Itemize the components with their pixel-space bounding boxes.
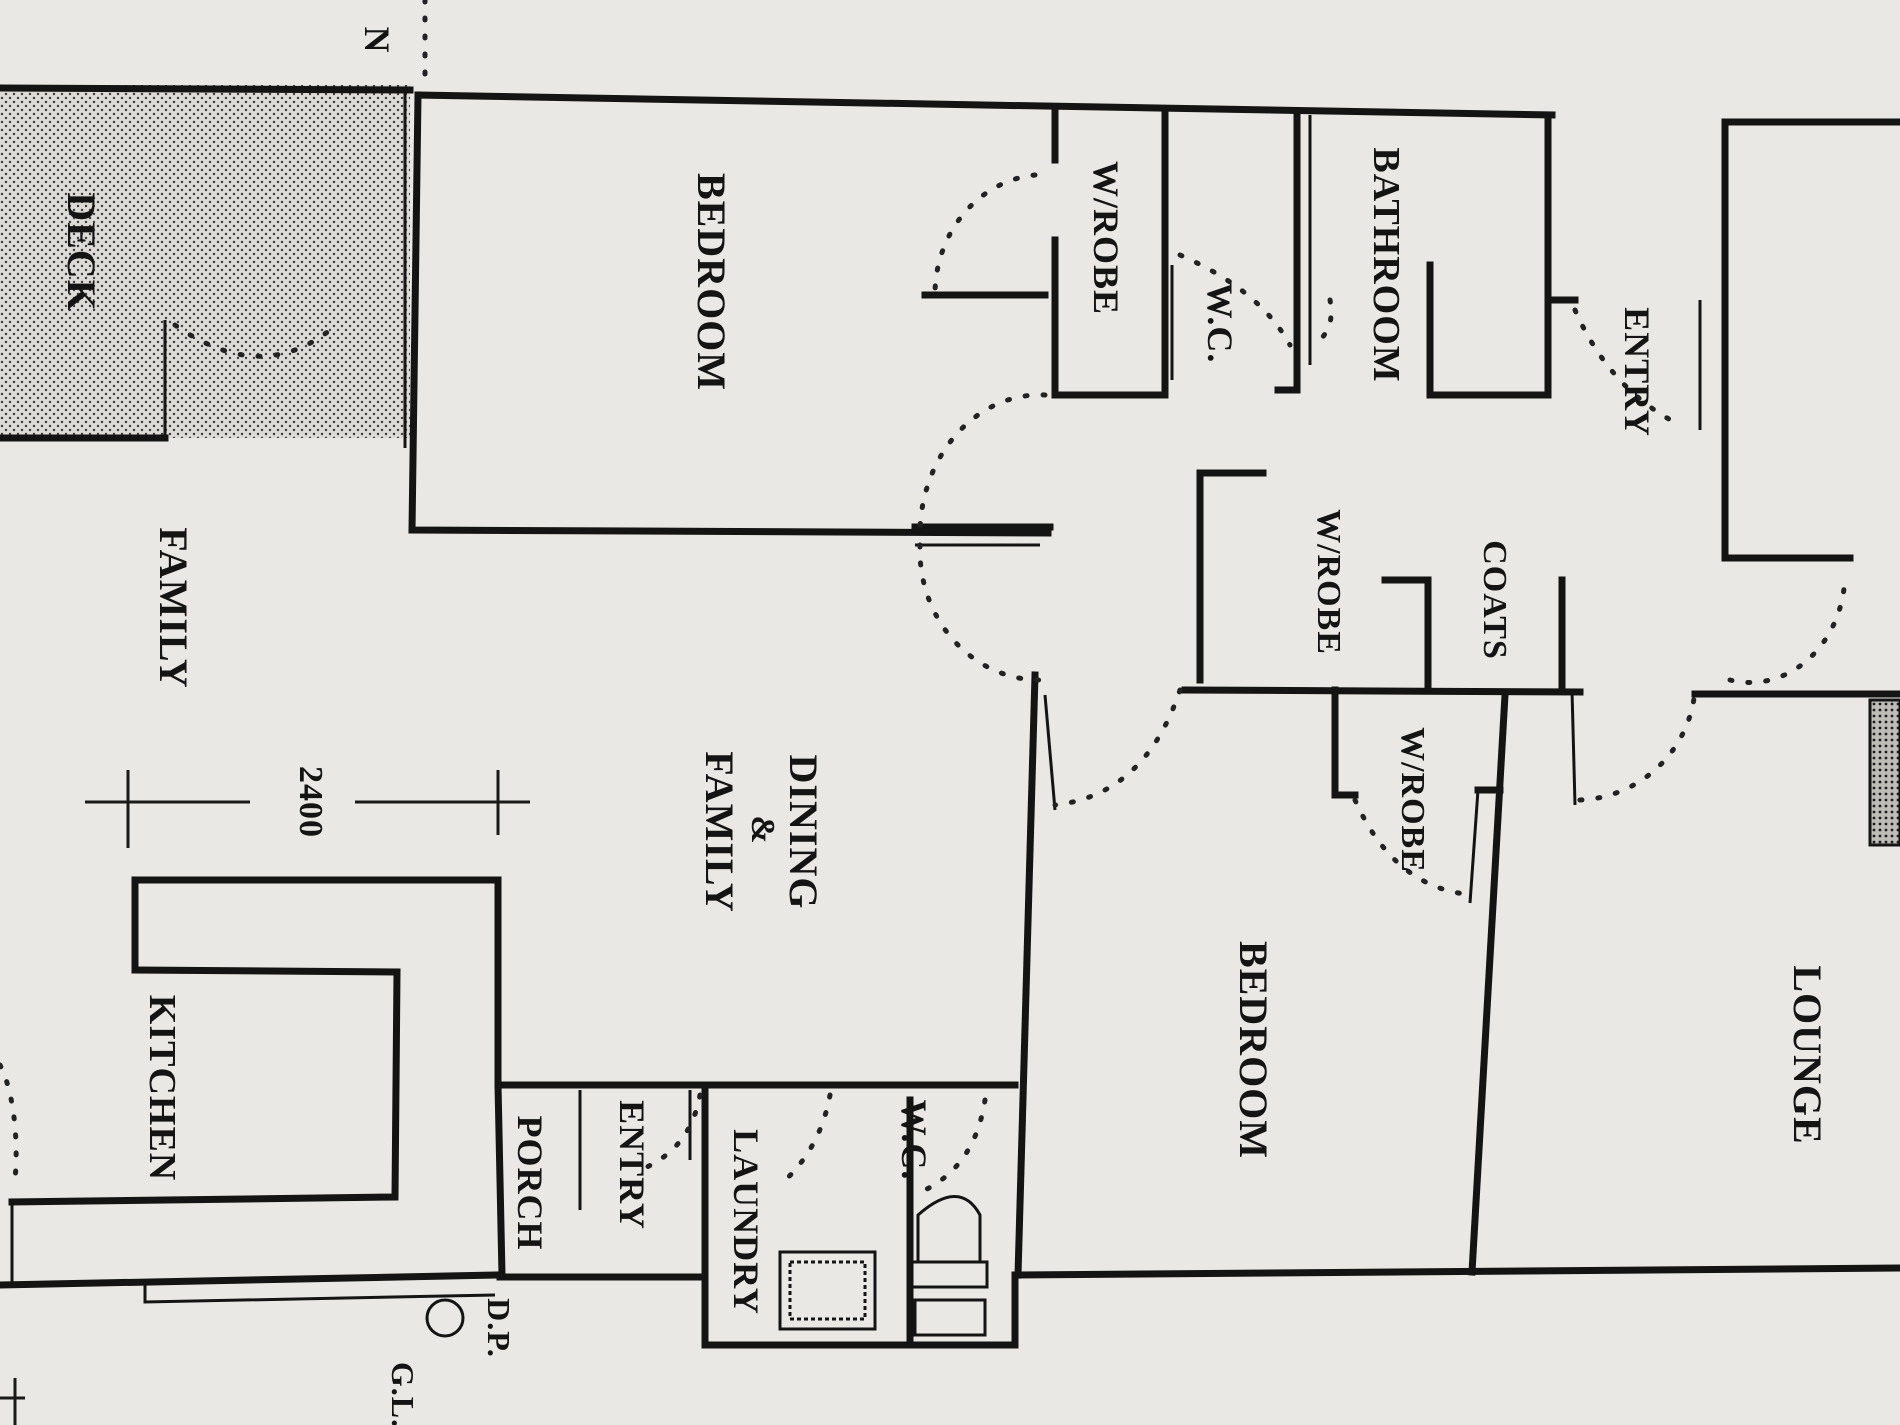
deck-label: DECK	[59, 192, 104, 312]
wc-label-1: W.C.	[1200, 283, 1240, 364]
dining-label-line1: DINING	[781, 755, 826, 910]
porch-label: PORCH	[510, 1116, 550, 1251]
fireplace-hatch	[1868, 698, 1900, 847]
wrobe-label-2: W/ROBE	[1310, 509, 1347, 655]
kitchen-label: KITCHEN	[141, 995, 183, 1181]
dp-note: D.P.	[481, 1298, 517, 1358]
bathroom-label: BATHROOM	[1365, 147, 1407, 382]
kitchen-bench	[0, 876, 506, 1285]
dining-label-line2: FAMILY	[697, 751, 742, 913]
bottom-wet-areas	[0, 1081, 1019, 1349]
dimension-2400	[85, 770, 530, 848]
top-wet-areas	[911, 106, 1702, 547]
dimension-label: 2400	[292, 766, 329, 838]
entry-label-side: ENTRY	[612, 1100, 652, 1230]
gl-note: G.L.	[385, 1362, 421, 1425]
deck-area	[0, 84, 414, 448]
wc-label-2: W.C.	[894, 1100, 934, 1181]
entry-label-main: ENTRY	[1617, 307, 1657, 437]
dining-label-amp: &	[744, 815, 781, 844]
exterior-walls	[408, 91, 1900, 1279]
central-hall	[917, 469, 1848, 1276]
cut-n-note: N	[357, 27, 397, 54]
lounge-label: LOUNGE	[1785, 965, 1830, 1144]
wrobe-label-1: W/ROBE	[1086, 161, 1126, 315]
bedroom-label-2: BEDROOM	[1231, 941, 1276, 1159]
coats-label: COATS	[1476, 540, 1513, 660]
wrobe-label-3: W/ROBE	[1394, 727, 1431, 873]
family-label: FAMILY	[151, 527, 196, 689]
laundry-label: LAUNDRY	[726, 1129, 766, 1315]
bedroom-label-1: BEDROOM	[689, 173, 734, 391]
